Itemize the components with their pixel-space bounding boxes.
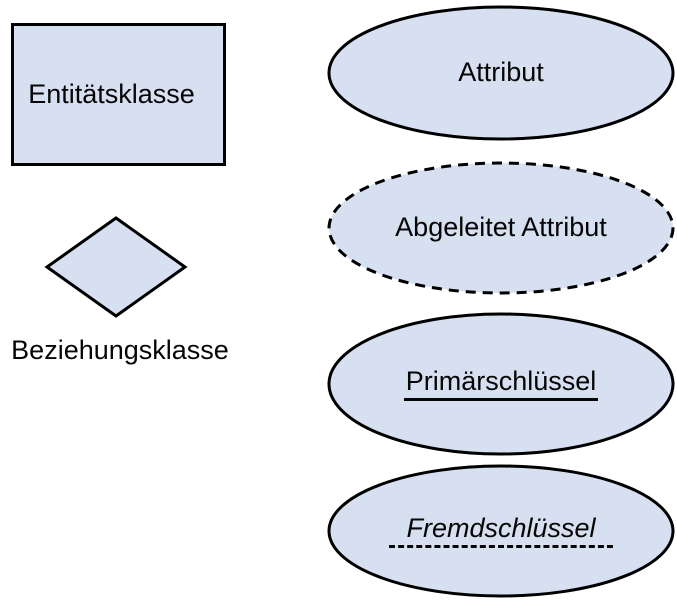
foreign-key-shape: Fremdschlüssel	[325, 461, 677, 600]
ellipse-solid-icon	[327, 312, 675, 456]
entity-class-label: Entitätsklasse	[28, 78, 195, 109]
primary-key-label-wrap: Primärschlüssel	[325, 311, 677, 457]
ellipse-solid-icon	[327, 5, 675, 141]
ellipse-solid-icon	[327, 464, 675, 598]
primary-key-label: Primärschlüssel	[403, 366, 599, 402]
diamond-icon	[44, 216, 188, 318]
ellipse-dashed-icon	[327, 161, 675, 295]
entity-class-shape: Entitätsklasse	[11, 23, 226, 166]
attribute-label-wrap: Attribut	[325, 3, 677, 143]
foreign-key-label-wrap: Fremdschlüssel	[325, 461, 677, 600]
relationship-class-shape	[40, 212, 192, 322]
derived-attribute-label-wrap: Abgeleitet Attribut	[325, 158, 677, 298]
derived-attribute-label: Abgeleitet Attribut	[395, 212, 607, 243]
attribute-shape: Attribut	[325, 3, 677, 143]
foreign-key-label: Fremdschlüssel	[389, 513, 613, 548]
primary-key-shape: Primärschlüssel	[325, 311, 677, 457]
relationship-class-label: Beziehungsklasse	[11, 335, 229, 365]
attribute-label: Attribut	[458, 57, 544, 88]
derived-attribute-shape: Abgeleitet Attribut	[325, 158, 677, 298]
